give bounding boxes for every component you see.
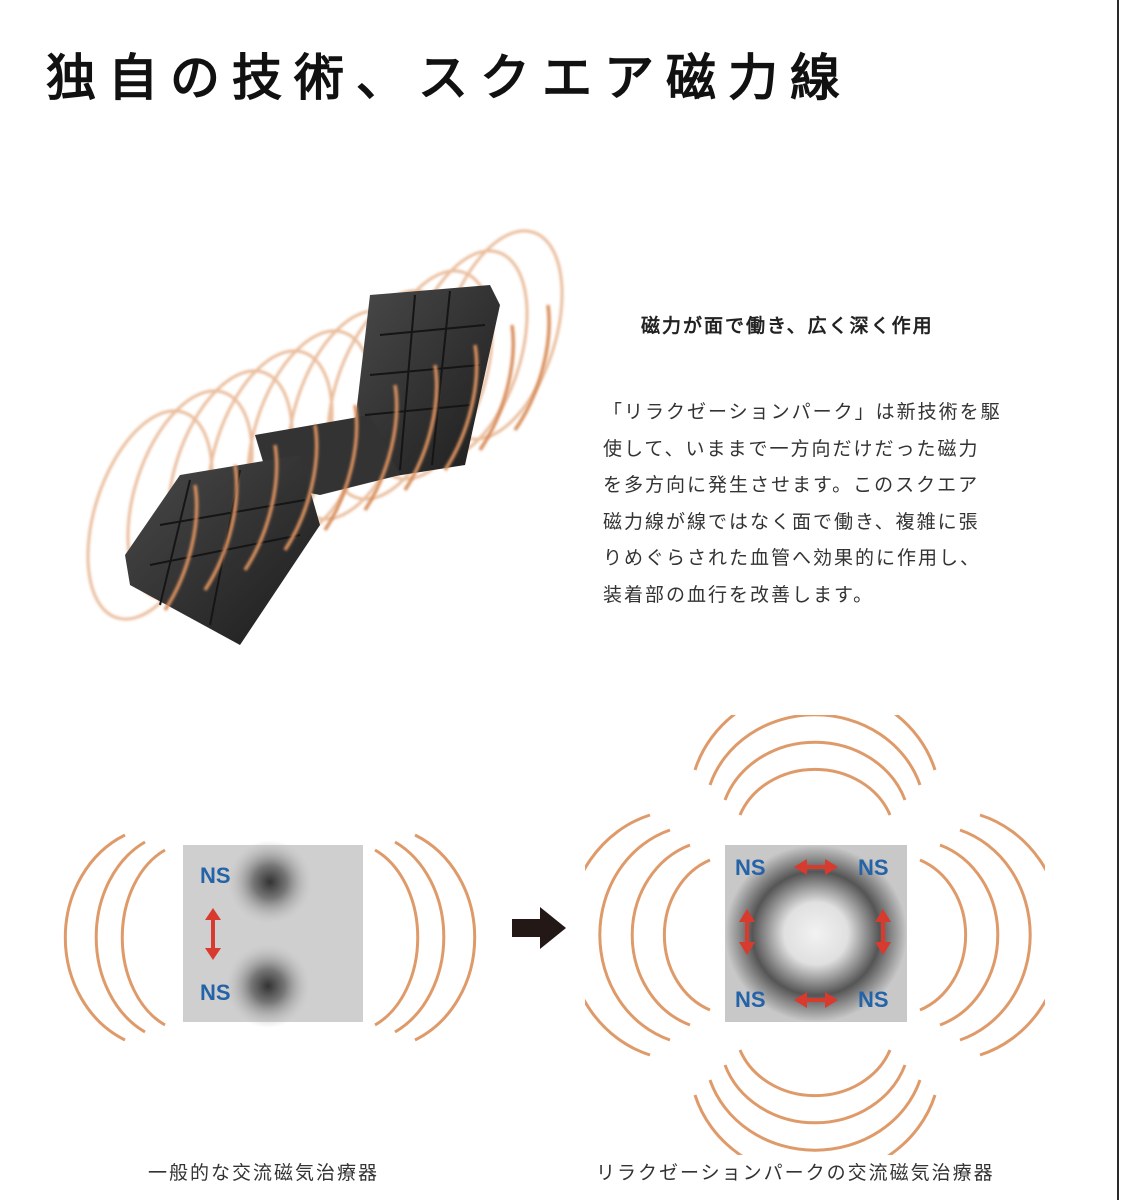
vertical-arrow-icon	[875, 909, 891, 955]
feature-line: を多方向に発生させます。このスクエア	[603, 474, 980, 496]
page-title: 独自の技術、スクエア磁力線	[46, 48, 852, 107]
feature-line: 使して、いままで一方向だけだった磁力	[603, 437, 980, 460]
feature-description: 「リラクゼーションパーク」は新技術を駆 使して、いままで一方向だけだった磁力 を…	[603, 394, 1043, 613]
feature-line: りめぐらされた血管へ効果的に作用し、	[603, 547, 982, 569]
ns-label: NS	[735, 855, 766, 880]
ns-label: NS	[858, 987, 889, 1012]
horizontal-arrow-icon	[794, 992, 838, 1008]
relaxation-park-diagram: NS NS NS NS	[585, 715, 1045, 1155]
conventional-device-diagram: NS NS	[63, 833, 477, 1042]
feature-line: 磁力線が線ではなく面で働き、複雑に張	[603, 510, 980, 533]
horizontal-arrow-icon	[794, 859, 838, 875]
mat-illustration	[86, 229, 564, 645]
vertical-arrow-icon	[205, 908, 221, 960]
vertical-arrow-icon	[739, 909, 755, 955]
right-arrow-icon	[512, 907, 566, 949]
page-edge-line	[1117, 0, 1119, 1200]
ns-label: NS	[200, 980, 231, 1005]
feature-heading: 磁力が面で働き、広く深く作用	[641, 315, 934, 337]
conventional-caption: 一般的な交流磁気治療器	[148, 1162, 380, 1184]
ns-label: NS	[735, 987, 766, 1012]
feature-line: 「リラクゼーションパーク」は新技術を駆	[603, 401, 1002, 423]
relaxation-park-caption: リラクゼーションパークの交流磁気治療器	[596, 1162, 995, 1184]
feature-line: 装着部の血行を改善します。	[603, 583, 875, 606]
ns-label: NS	[858, 855, 889, 880]
ns-label: NS	[200, 863, 231, 888]
